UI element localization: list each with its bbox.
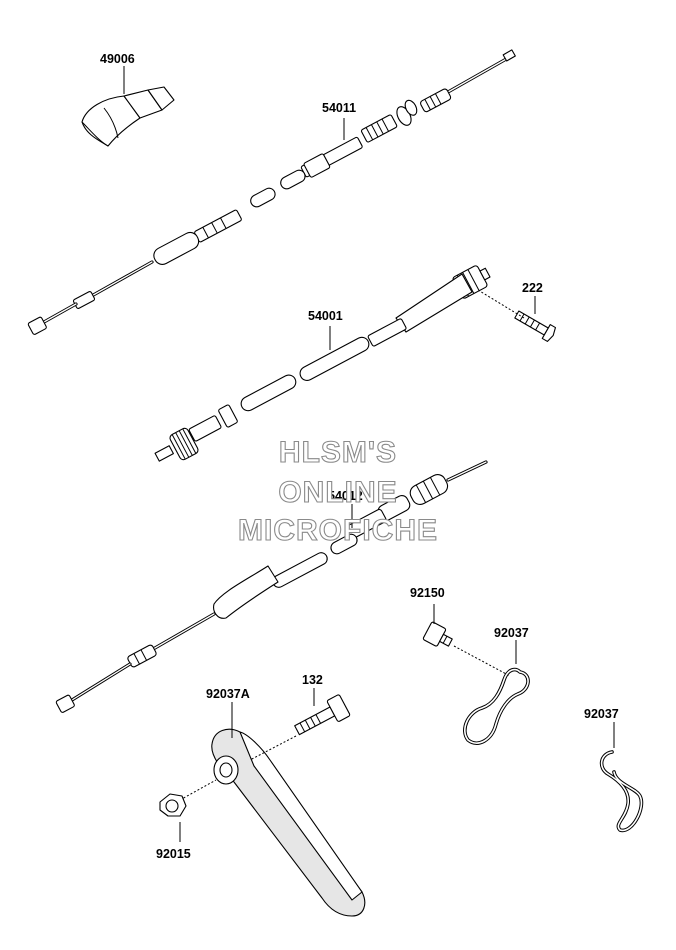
part-54012-cable[interactable]	[55, 460, 488, 713]
label-92037A: 92037A	[206, 687, 250, 701]
part-92015-nut[interactable]	[159, 793, 187, 842]
part-132-bolt[interactable]	[291, 688, 351, 741]
watermark-line-1: HLSM'S	[279, 436, 397, 469]
label-92150: 92150	[410, 586, 445, 600]
watermark-line-2: ONLINE	[278, 476, 397, 509]
label-54012: 54012	[328, 489, 363, 503]
part-92037-clip[interactable]	[463, 640, 530, 745]
part-54001-cable[interactable]	[154, 262, 493, 462]
part-49006-boot[interactable]	[81, 66, 175, 147]
label-222: 222	[522, 281, 543, 295]
label-49006: 49006	[100, 52, 135, 66]
part-92037-clip-right[interactable]	[599, 722, 644, 832]
part-92150-bolt[interactable]	[422, 604, 511, 677]
label-92037-right: 92037	[584, 707, 619, 721]
part-222-screw[interactable]	[477, 289, 557, 342]
part-54011-cable[interactable]	[27, 49, 516, 335]
watermark: HLSM'S ONLINE MICROFICHE	[237, 435, 438, 547]
watermark-line-3: MICROFICHE	[238, 514, 438, 547]
label-132: 132	[302, 673, 323, 687]
part-92037A-bracket[interactable]	[179, 702, 366, 917]
label-92015: 92015	[156, 847, 191, 861]
label-54001: 54001	[308, 309, 343, 323]
label-92037-center: 92037	[494, 626, 529, 640]
label-54011: 54011	[322, 101, 356, 115]
